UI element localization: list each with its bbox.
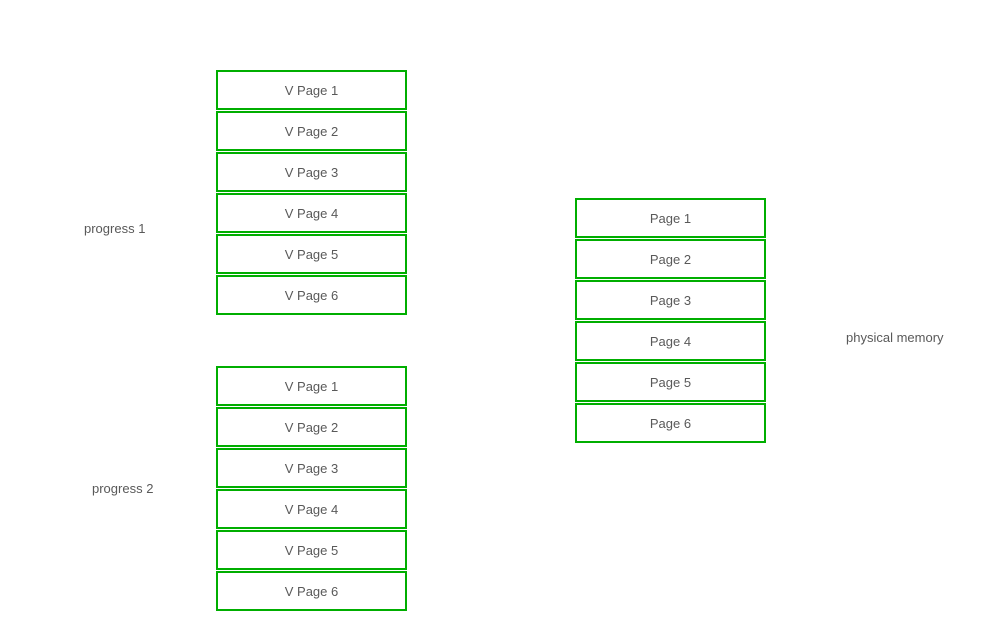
physical-page-4: Page 4 bbox=[575, 321, 766, 361]
process1-vpage-1: V Page 1 bbox=[216, 70, 407, 110]
process1-vpage-2: V Page 2 bbox=[216, 111, 407, 151]
process1-vpage-6: V Page 6 bbox=[216, 275, 407, 315]
process1-vpage-3: V Page 3 bbox=[216, 152, 407, 192]
process1-vpage-5: V Page 5 bbox=[216, 234, 407, 274]
process2-vpage-4: V Page 4 bbox=[216, 489, 407, 529]
process2-label: progress 2 bbox=[92, 481, 154, 496]
physical-page-3: Page 3 bbox=[575, 280, 766, 320]
process1-label: progress 1 bbox=[84, 221, 146, 236]
process2-vpage-2: V Page 2 bbox=[216, 407, 407, 447]
process1-vpage-4: V Page 4 bbox=[216, 193, 407, 233]
physical-memory-page-table: Page 1 Page 2 Page 3 Page 4 Page 5 Page … bbox=[575, 198, 766, 443]
process2-vpage-6: V Page 6 bbox=[216, 571, 407, 611]
physical-page-2: Page 2 bbox=[575, 239, 766, 279]
physical-page-1: Page 1 bbox=[575, 198, 766, 238]
physical-page-5: Page 5 bbox=[575, 362, 766, 402]
process1-virtual-page-table: V Page 1 V Page 2 V Page 3 V Page 4 V Pa… bbox=[216, 70, 407, 315]
process2-vpage-5: V Page 5 bbox=[216, 530, 407, 570]
process2-virtual-page-table: V Page 1 V Page 2 V Page 3 V Page 4 V Pa… bbox=[216, 366, 407, 611]
physical-memory-label: physical memory bbox=[846, 330, 944, 345]
physical-page-6: Page 6 bbox=[575, 403, 766, 443]
process2-vpage-1: V Page 1 bbox=[216, 366, 407, 406]
process2-vpage-3: V Page 3 bbox=[216, 448, 407, 488]
